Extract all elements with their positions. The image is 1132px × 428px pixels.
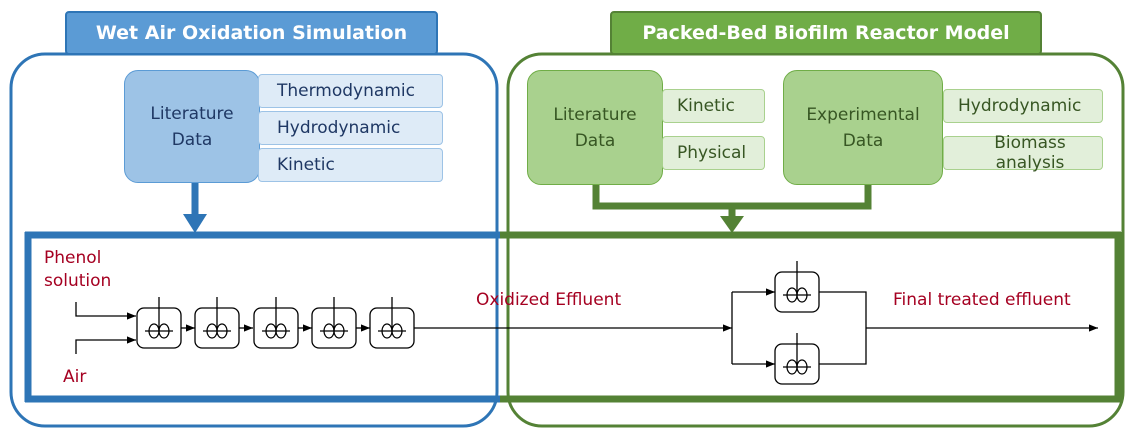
oxidized-effluent-label: Oxidized Effluent <box>476 290 622 310</box>
left-panel-title: Wet Air Oxidation Simulation <box>65 11 438 55</box>
right-panel-title: Packed-Bed Biofilm Reactor Model <box>610 11 1042 55</box>
phenol-solution-label: Phenol solution <box>44 248 112 291</box>
right-item-kinetic: Kinetic <box>662 89 765 123</box>
left-literature-data-box: Literature Data <box>124 70 260 183</box>
left-item-kinetic: Kinetic <box>258 148 443 182</box>
right-item-biomass-analysis: Biomass analysis <box>943 133 1103 173</box>
series-reactor-icon <box>369 297 415 349</box>
series-reactor-icon <box>136 297 182 349</box>
parallel-reactor-icon <box>774 261 820 313</box>
right-item-hydrodynamic: Hydrodynamic <box>943 89 1103 123</box>
right-item-physical: Physical <box>662 136 765 170</box>
series-reactor-icon <box>311 297 357 349</box>
air-label: Air <box>63 367 87 387</box>
series-reactor-icon <box>253 297 299 349</box>
left-item-hydrodynamic: Hydrodynamic <box>258 111 443 145</box>
experimental-data-box: Experimental Data <box>783 70 943 185</box>
parallel-reactor-icon <box>774 333 820 385</box>
final-treated-effluent-label: Final treated effluent <box>893 290 1071 310</box>
series-reactor-icon <box>194 297 240 349</box>
left-item-thermodynamic: Thermodynamic <box>258 74 443 108</box>
right-literature-data-box: Literature Data <box>527 70 663 185</box>
